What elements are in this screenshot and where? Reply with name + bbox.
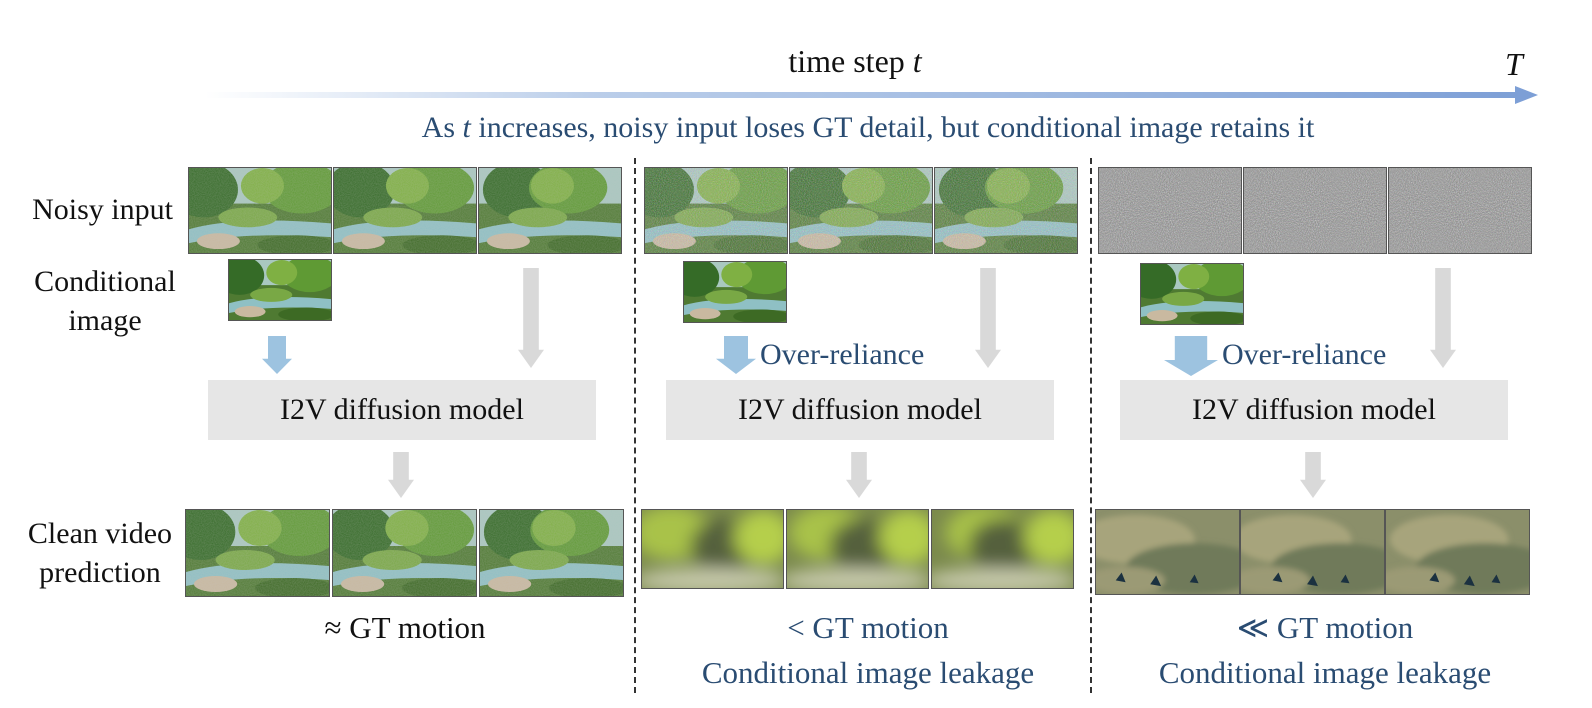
panel-3-output-frame [1385, 509, 1530, 595]
panel-3-reliance-label: Over-reliance [1222, 338, 1387, 371]
panel-2-output-frame [931, 509, 1074, 589]
panel-2-leakage-label: Conditional image leakage [701, 655, 1035, 690]
panel-2-model-box: I2V diffusion model [666, 380, 1054, 440]
row-label-conditional-line2: image [68, 304, 142, 337]
axis-end-label: T [1505, 46, 1523, 82]
panel-3-result-label: ≪ GT motion [1236, 610, 1414, 645]
panel-3-noisy-frame [1388, 167, 1532, 254]
panel-3-model-box: I2V diffusion model [1120, 380, 1508, 440]
subtitle-prefix: As [421, 111, 456, 144]
panel-3-model-to-output-arrow [1300, 452, 1326, 498]
panel-1-model-box: I2V diffusion model [208, 380, 596, 440]
panel-2-model-to-output-arrow [846, 452, 872, 498]
panel-2-result-label: < GT motion [787, 610, 949, 645]
panel-1-noisy-frame [478, 167, 622, 254]
panel-2-noisy-frame [934, 167, 1078, 254]
panel-1-reliance-arrow [262, 336, 292, 374]
panel-3-reliance-arrow [1164, 336, 1218, 376]
subtitle-rest: increases, noisy input loses GT detail, … [478, 111, 1315, 144]
panel-2-output-frame [641, 509, 784, 589]
panel-1-model-label: I2V diffusion model [280, 393, 524, 426]
axis-variable: t [912, 43, 922, 79]
panel-2-noisy-frame [644, 167, 788, 254]
panel-2-model-label: I2V diffusion model [738, 393, 982, 426]
panel-2-output-frame [786, 509, 929, 589]
panel-3-noisy-frame [1098, 167, 1242, 254]
row-label-clean-line2: prediction [39, 556, 161, 589]
row-label-clean-line1: Clean video [27, 517, 173, 550]
panel-2-noisy-to-model-arrow [975, 268, 1001, 368]
panel-1-result-label: ≈ GT motion [324, 610, 486, 645]
axis-label-text: time step [788, 43, 905, 79]
panel-3-model-label: I2V diffusion model [1192, 393, 1436, 426]
panel-1-output-frame [479, 509, 624, 597]
panel-divider-1 [634, 158, 636, 693]
row-label-conditional-image: Conditional image [10, 262, 200, 340]
panel-1-output-frame [332, 509, 477, 597]
row-label-noisy-input: Noisy input [32, 193, 173, 226]
panel-1-noisy-frame [333, 167, 477, 254]
panel-2-noisy-frame [789, 167, 933, 254]
panel-1-output-frame [185, 509, 330, 597]
panel-2-reliance-arrow [716, 336, 756, 374]
panel-3-conditional-image [1140, 263, 1244, 325]
row-label-conditional-line1: Conditional [34, 265, 176, 298]
row-label-clean-video: Clean video prediction [5, 514, 195, 592]
axis-label: time step t [788, 45, 921, 77]
panel-1-conditional-image [228, 259, 332, 321]
panel-1-noisy-to-model-arrow [518, 268, 544, 368]
subtitle-variable: t [462, 111, 471, 144]
panel-divider-2 [1090, 158, 1092, 693]
subtitle: As t increases, noisy input loses GT det… [422, 113, 1315, 143]
panel-3-output-frame [1095, 509, 1240, 595]
panel-2-reliance-label: Over-reliance [760, 338, 925, 371]
panel-1-noisy-frame [188, 167, 332, 254]
panel-3-noisy-to-model-arrow [1430, 268, 1456, 368]
panel-3-output-frame [1240, 509, 1385, 595]
panel-1-model-to-output-arrow [388, 452, 414, 498]
panel-3-leakage-label: Conditional image leakage [1158, 655, 1492, 690]
panel-2-conditional-image [683, 261, 787, 323]
panel-3-noisy-frame [1243, 167, 1387, 254]
